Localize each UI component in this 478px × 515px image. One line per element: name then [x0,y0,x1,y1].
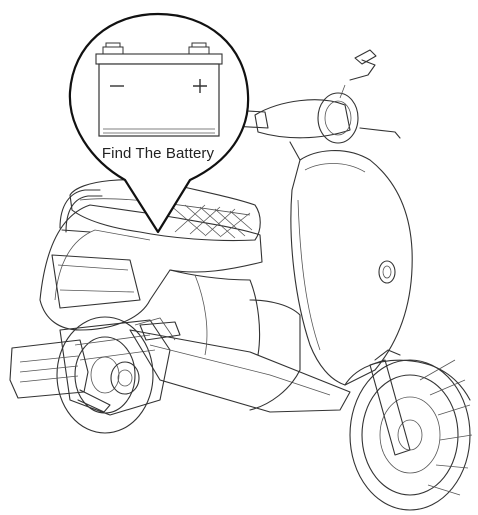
rear-body-panel [40,205,262,330]
rear-rack [60,190,102,232]
exhaust-muffler [10,340,110,412]
floorboard [130,318,350,412]
front-fork [370,350,410,455]
callout-label: Find The Battery [68,145,248,162]
front-wheel [350,360,472,510]
battery-icon [96,43,222,136]
center-body [170,270,260,355]
handlebar-assembly [230,50,400,160]
